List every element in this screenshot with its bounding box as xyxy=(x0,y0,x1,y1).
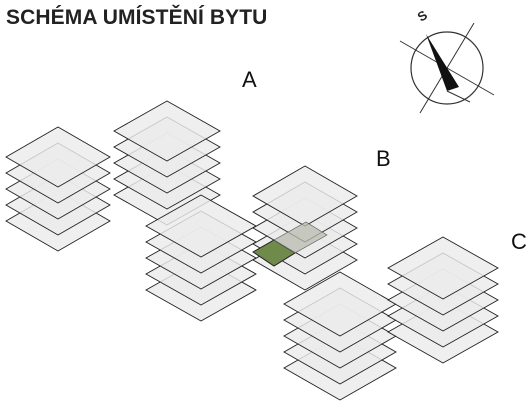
page-title: SCHÉMA UMÍSTĚNÍ BYTU xyxy=(6,6,268,29)
compass-icon: S xyxy=(399,7,495,114)
north-arrow-icon xyxy=(426,34,459,91)
floor-plate xyxy=(283,271,397,337)
compass-ring xyxy=(410,31,484,105)
floor-plate xyxy=(5,126,111,188)
apartment-shadow xyxy=(273,221,328,254)
building-label-a: A xyxy=(242,67,257,92)
compass-letter: S xyxy=(415,7,431,24)
floor-plate xyxy=(145,194,257,258)
floor-plate xyxy=(387,236,499,300)
building-label-b: B xyxy=(376,146,391,171)
building-stacks xyxy=(5,100,499,401)
compass-tail-line xyxy=(446,90,471,103)
building-label-c: C xyxy=(511,229,527,254)
floor-plate xyxy=(113,100,221,162)
